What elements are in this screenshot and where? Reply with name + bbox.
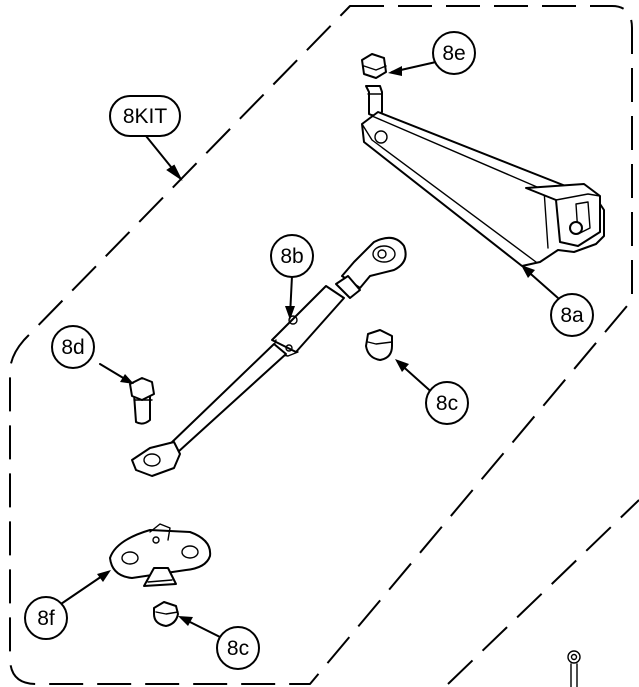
callout-8b: 8b bbox=[270, 234, 314, 278]
bolt-8e bbox=[361, 53, 387, 117]
callout-8c-bottom: 8c bbox=[216, 626, 260, 670]
callout-8a: 8a bbox=[550, 293, 594, 337]
callout-8c-right: 8c bbox=[425, 381, 469, 425]
acorn-nut-8c-bottom bbox=[153, 601, 179, 627]
callout-label-8c-bottom: 8c bbox=[227, 637, 249, 660]
leader-arrow-8a bbox=[521, 265, 535, 278]
leader-arrow-8c-right bbox=[395, 359, 409, 372]
callout-label-8d: 8d bbox=[61, 336, 84, 359]
gas-spring-8b bbox=[131, 236, 407, 477]
callout-label-8f: 8f bbox=[37, 607, 55, 630]
bracket-8a bbox=[361, 111, 605, 267]
kit-boundary-outline bbox=[9, 5, 633, 685]
callout-label-8c-right: 8c bbox=[436, 392, 458, 415]
callout-8d: 8d bbox=[51, 325, 95, 369]
acorn-nut-8c-right bbox=[365, 329, 393, 361]
leader-arrow-8d bbox=[120, 374, 134, 384]
leader-arrow-8kit bbox=[166, 164, 183, 181]
bolt-8d bbox=[129, 377, 155, 425]
callout-label-8e: 8e bbox=[442, 42, 465, 65]
callout-8kit: 8KIT bbox=[109, 95, 181, 137]
callout-label-8b: 8b bbox=[280, 245, 303, 268]
mount-bracket-8f bbox=[109, 523, 212, 587]
callout-8e: 8e bbox=[432, 31, 476, 75]
next-kit-boundary-partial bbox=[447, 499, 639, 685]
callout-label-8kit: 8KIT bbox=[123, 105, 168, 128]
leader-arrow-8f bbox=[97, 570, 111, 582]
leader-arrow-8b bbox=[285, 306, 295, 320]
partial-part-next-kit bbox=[567, 650, 581, 687]
leader-lines bbox=[57, 61, 559, 641]
leader-arrow-8e bbox=[388, 66, 402, 76]
leader-arrow-8c-bottom bbox=[178, 616, 193, 626]
callout-label-8a: 8a bbox=[560, 304, 584, 327]
callout-8f: 8f bbox=[24, 596, 68, 640]
